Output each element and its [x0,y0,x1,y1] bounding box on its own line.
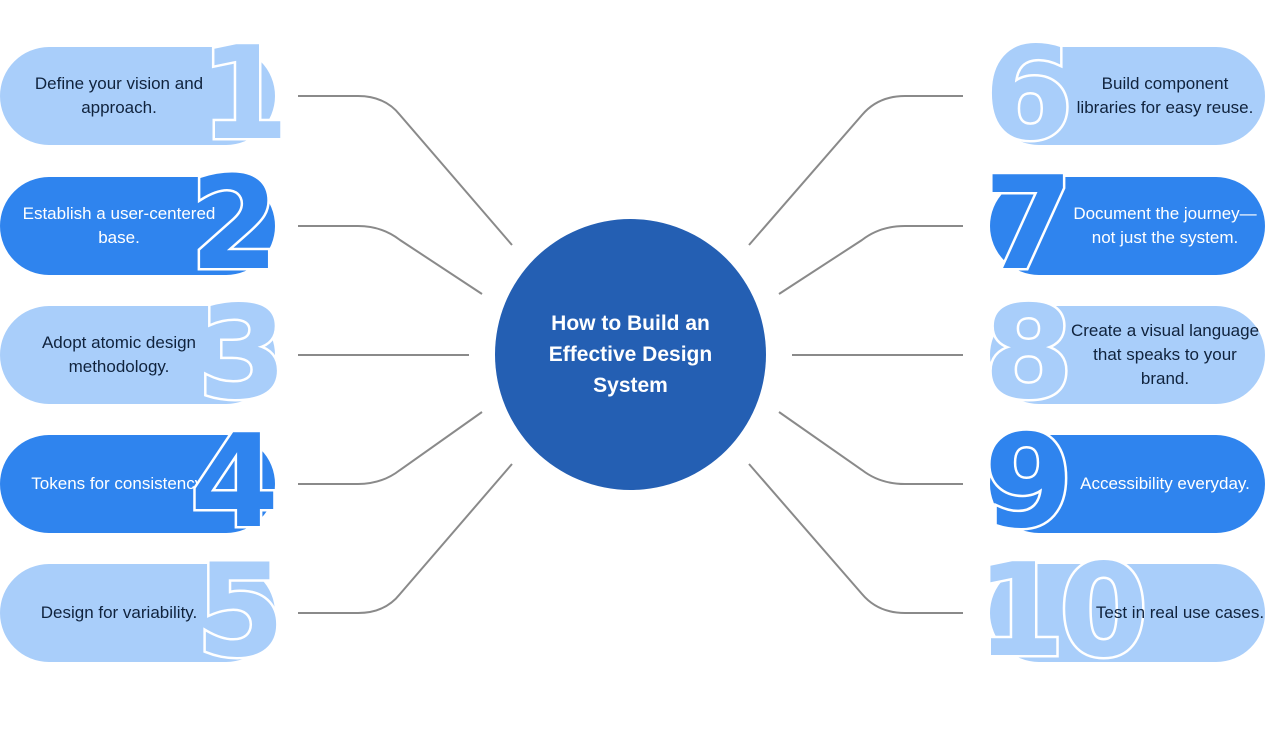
step-4-number: 4 [187,408,281,557]
step-3-text: Adopt atomic design methodology. [41,333,197,376]
connector-1 [298,95,513,246]
step-4-text: Tokens for consistency. [31,474,207,493]
step-3-pill: Adopt atomic design methodology. 3 [0,287,290,420]
step-7-pill: 7 Document the journey—not just the syst… [981,158,1265,291]
step-5-number: 5 [193,537,287,686]
step-10-pill: 10 Test in real use cases. [973,545,1265,678]
step-4-pill: Tokens for consistency. 4 [0,416,282,549]
step-7-number: 7 [981,150,1075,299]
step-1-number: 1 [197,20,291,169]
step-6-pill: 6 Build component libraries for easy reu… [981,28,1265,161]
step-9-pill: 9 Accessibility everyday. [981,416,1265,549]
center-title: How to Build an Effective Design System [548,312,713,397]
step-1-text: Define your vision and approach. [34,74,204,117]
step-10-number: 10 [973,537,1150,686]
step-5-pill: Design for variability. 5 [0,545,288,678]
connector-5 [298,463,513,614]
step-8-number: 8 [981,279,1075,428]
step-6-text: Build component libraries for easy reuse… [1076,74,1254,117]
connector-2 [298,225,483,295]
step-7-text: Document the journey—not just the system… [1073,204,1257,247]
step-2-number: 2 [187,150,281,299]
connector-10 [748,463,963,614]
connector-9 [778,411,963,485]
step-10-text: Test in real use cases. [1095,603,1265,622]
step-3-number: 3 [195,279,289,428]
step-8-text: Create a visual language that speaks to … [1070,321,1260,388]
step-9-number: 9 [981,408,1075,557]
step-1-pill: Define your vision and approach. 1 [0,28,292,161]
step-2-pill: Establish a user-centered base. 2 [0,158,282,291]
connector-4 [298,411,483,485]
connector-6 [748,95,963,246]
center-circle: How to Build an Effective Design System [495,219,766,490]
step-8-pill: 8 Create a visual language that speaks t… [981,287,1265,420]
connector-7 [778,225,963,295]
step-2-text: Establish a user-centered base. [22,204,216,247]
step-6-number: 6 [981,20,1075,169]
step-5-text: Design for variability. [40,603,198,622]
step-9-text: Accessibility everyday. [1080,474,1250,493]
